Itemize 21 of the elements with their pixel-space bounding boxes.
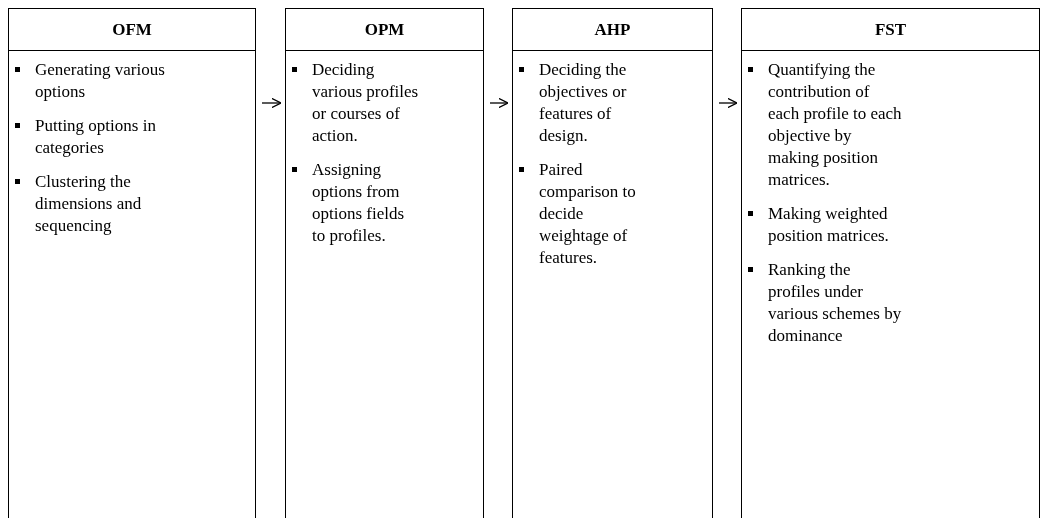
bullet-text: Deciding various profiles or courses of action.: [312, 60, 419, 145]
column-heading: OFM: [9, 9, 255, 51]
bullet-text: Putting options in categories: [35, 116, 156, 157]
bullet-text: Ranking the profiles under various schemes by dominance: [768, 260, 902, 345]
column-heading: AHP: [513, 9, 712, 51]
process-column: [285, 8, 484, 518]
arrow: [718, 97, 738, 109]
arrow: [489, 97, 509, 109]
process-column: [741, 8, 1040, 518]
bullet-text: Quantifying the contribution of each profile to each objective by making position matrices.: [768, 60, 902, 189]
bullet-text: Paired comparison to decide weightage of features.: [539, 160, 636, 267]
column-heading: FST: [742, 9, 1039, 51]
bullet-text: Assigning options from options fields to profiles.: [312, 160, 405, 245]
bullet-text: Generating various options: [35, 60, 165, 101]
bullet-text: Deciding the objectives or features of design.: [539, 60, 627, 145]
column-heading: OPM: [286, 9, 483, 51]
process-column: [512, 8, 713, 518]
bullet-text: Clustering the dimensions and sequencing: [35, 172, 142, 235]
bullet-text: Making weighted position matrices.: [768, 204, 889, 245]
process-column: [8, 8, 256, 518]
arrow: [261, 97, 282, 109]
